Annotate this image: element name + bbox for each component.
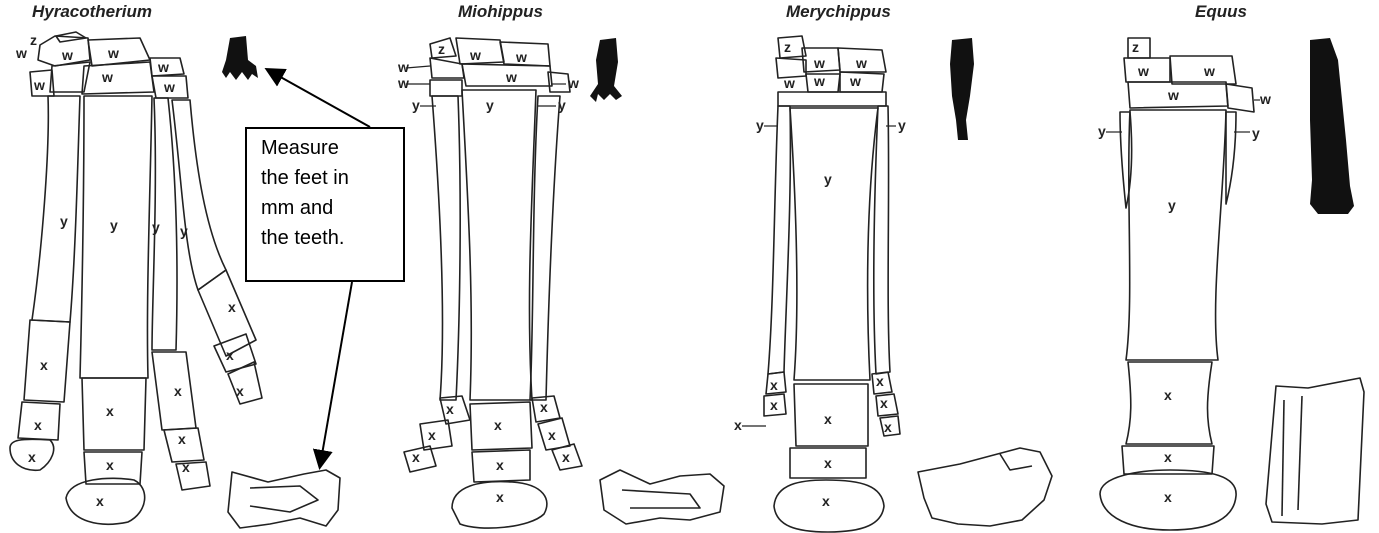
label-x: x — [428, 427, 436, 443]
label-w: w — [397, 59, 409, 75]
label-x: x — [884, 419, 892, 435]
label-y: y — [486, 97, 494, 113]
label-y: y — [558, 97, 566, 113]
label-y: y — [898, 117, 906, 133]
label-x: x — [880, 395, 888, 411]
label-x: x — [770, 377, 778, 393]
label-w: w — [1259, 91, 1271, 107]
label-x: x — [236, 383, 244, 399]
label-w: w — [163, 79, 175, 95]
label-x: x — [96, 493, 104, 509]
label-x: x — [494, 417, 502, 433]
label-y: y — [110, 217, 118, 233]
label-w: w — [813, 73, 825, 89]
label-x: x — [1164, 489, 1172, 505]
label-z: z — [30, 32, 37, 48]
label-y: y — [60, 213, 68, 229]
label-w: w — [567, 75, 579, 91]
label-x: x — [106, 457, 114, 473]
label-x: x — [1164, 449, 1172, 465]
label-y: y — [1168, 197, 1176, 213]
label-z: z — [784, 39, 791, 55]
label-z: z — [438, 41, 445, 57]
label-x: x — [540, 399, 548, 415]
label-x: x — [770, 397, 778, 413]
callout-line: mm and — [261, 193, 403, 223]
miohippus-silhouette — [590, 38, 622, 102]
label-z: z — [1132, 39, 1139, 55]
callout-line: the teeth. — [261, 223, 403, 253]
label-x: x — [28, 449, 36, 465]
label-x: x — [178, 431, 186, 447]
label-w: w — [61, 47, 73, 63]
label-x: x — [824, 455, 832, 471]
label-x: x — [734, 417, 742, 433]
label-x: x — [106, 403, 114, 419]
label-w: w — [505, 69, 517, 85]
label-x: x — [228, 299, 236, 315]
label-w: w — [397, 75, 409, 91]
measurement-callout: Measure the feet in mm and the teeth. — [245, 127, 405, 282]
label-y: y — [756, 117, 764, 133]
label-x: x — [226, 347, 234, 363]
label-w: w — [157, 59, 169, 75]
label-x: x — [548, 427, 556, 443]
label-w: w — [783, 75, 795, 91]
label-x: x — [446, 401, 454, 417]
label-w: w — [15, 45, 27, 61]
label-w: w — [1167, 87, 1179, 103]
callout-line: the feet in — [261, 163, 403, 193]
label-y: y — [824, 171, 832, 187]
hyracotherium-silhouette — [222, 36, 258, 80]
label-w: w — [33, 77, 45, 93]
label-w: w — [813, 55, 825, 71]
label-x: x — [496, 489, 504, 505]
equus-silhouette — [1310, 38, 1354, 214]
label-w: w — [1137, 63, 1149, 79]
label-x: x — [496, 457, 504, 473]
label-x: x — [876, 373, 884, 389]
label-y: y — [1098, 123, 1106, 139]
label-x: x — [40, 357, 48, 373]
arrow-to-tooth — [320, 282, 352, 466]
merychippus-silhouette — [950, 38, 974, 140]
callout-line: Measure — [261, 133, 403, 163]
label-x: x — [562, 449, 570, 465]
label-x: x — [182, 459, 190, 475]
merychippus-foot — [764, 36, 1052, 532]
label-y: y — [1252, 125, 1260, 141]
label-w: w — [849, 73, 861, 89]
label-y: y — [152, 219, 160, 235]
label-x: x — [1164, 387, 1172, 403]
label-x: x — [174, 383, 182, 399]
label-x: x — [822, 493, 830, 509]
label-w: w — [855, 55, 867, 71]
label-w: w — [515, 49, 527, 65]
label-y: y — [412, 97, 420, 113]
label-x: x — [412, 449, 420, 465]
label-y: y — [180, 223, 188, 239]
label-w: w — [469, 47, 481, 63]
label-w: w — [107, 45, 119, 61]
arrow-to-foot — [268, 70, 370, 127]
label-w: w — [1203, 63, 1215, 79]
label-w: w — [101, 69, 113, 85]
label-x: x — [824, 411, 832, 427]
label-x: x — [34, 417, 42, 433]
